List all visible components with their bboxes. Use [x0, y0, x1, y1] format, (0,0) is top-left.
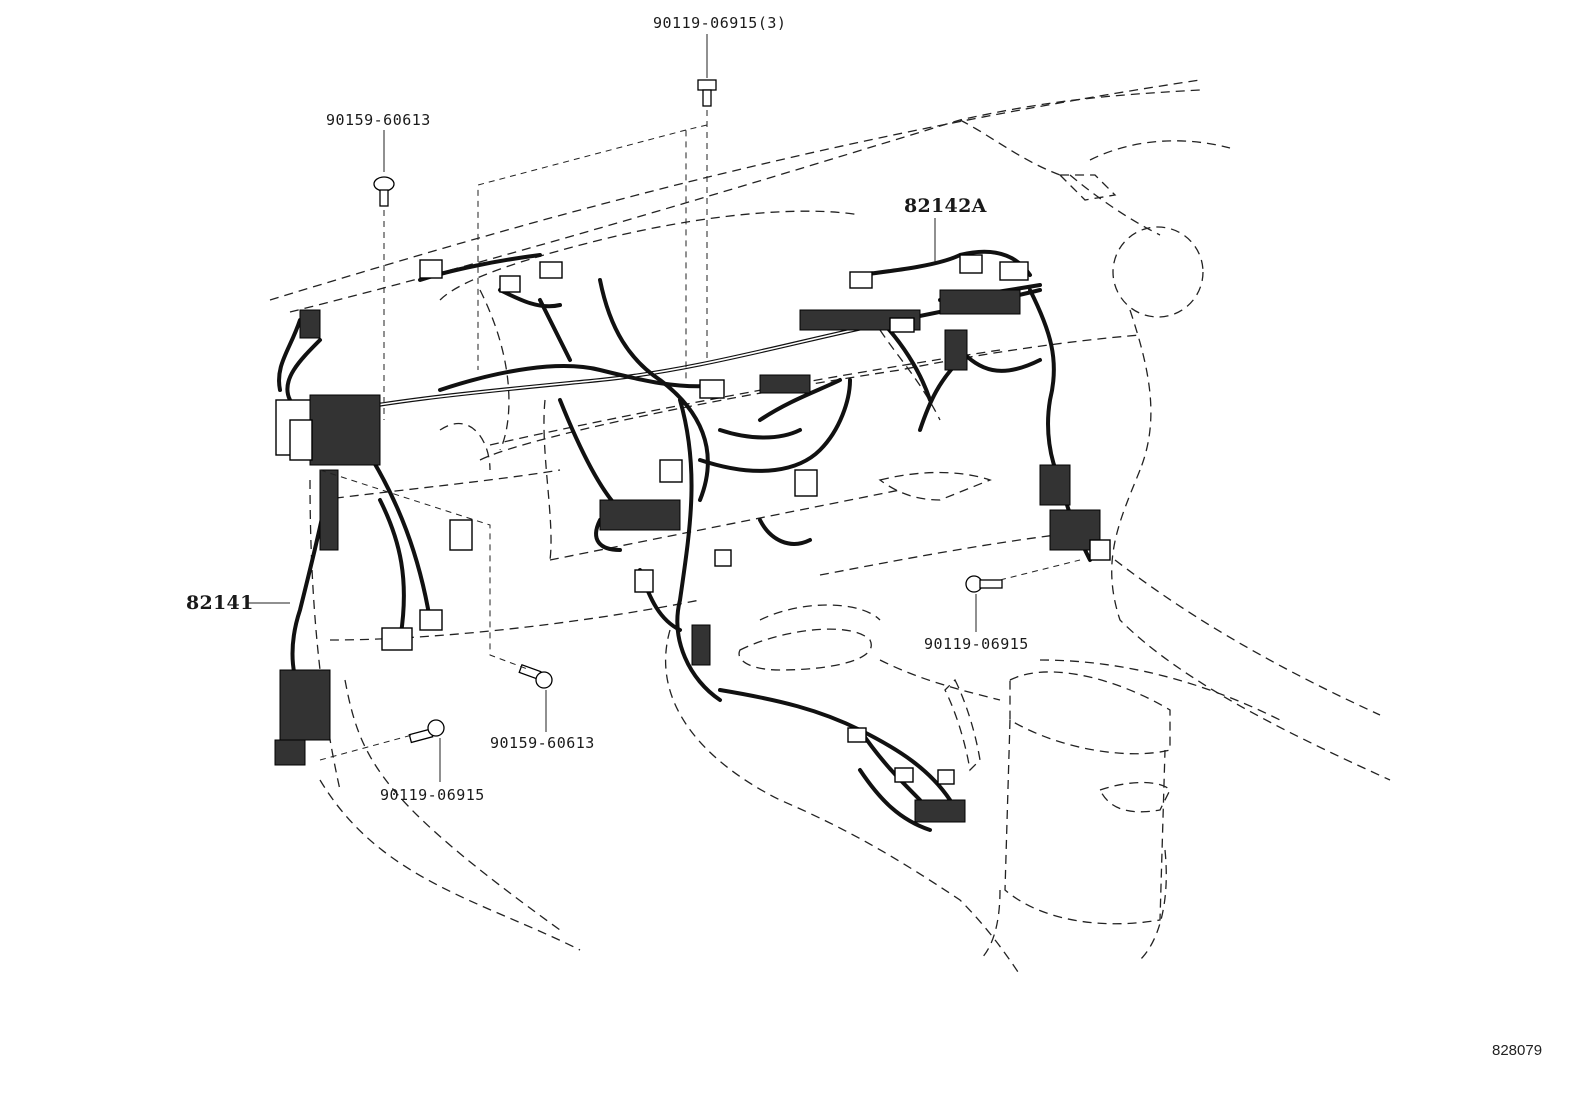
bolt-top-center	[697, 34, 717, 107]
connector	[419, 259, 443, 279]
label-harness-sub: 82142A	[904, 195, 987, 217]
connector	[714, 549, 732, 567]
connector	[759, 374, 811, 394]
connector	[289, 419, 313, 461]
connector	[274, 739, 306, 766]
connector	[499, 275, 521, 293]
connector	[959, 254, 983, 274]
connector	[309, 394, 381, 466]
connector	[659, 459, 683, 483]
wire-harness-82141	[277, 253, 1042, 832]
connector	[889, 317, 915, 333]
connectors	[274, 254, 1111, 823]
connector	[419, 609, 443, 631]
connector	[319, 469, 339, 551]
connector	[299, 309, 321, 339]
label-fastener-lower-left: 90119-06915	[380, 786, 485, 804]
connector	[691, 624, 711, 666]
mounting-reference-lines	[319, 110, 1081, 761]
connector	[944, 329, 968, 371]
label-fastener-top-center: 90119-06915(3)	[653, 14, 787, 32]
dashboard-outline	[269, 79, 1391, 976]
connector	[279, 669, 331, 741]
label-harness-main: 82141	[186, 592, 254, 614]
connector	[634, 569, 654, 593]
connector	[794, 469, 818, 497]
connector	[999, 261, 1029, 281]
label-fastener-top-left: 90159-60613	[326, 111, 431, 129]
connector	[599, 499, 681, 531]
connector	[539, 261, 563, 279]
connector	[914, 799, 966, 823]
bolt-top-left	[373, 130, 395, 207]
label-fastener-right: 90119-06915	[924, 635, 1029, 653]
connector	[1089, 539, 1111, 561]
bolt-center	[518, 663, 553, 732]
connector	[381, 627, 413, 651]
label-fastener-center: 90159-60613	[490, 734, 595, 752]
connector	[449, 519, 473, 551]
bolt-lower-left	[408, 719, 445, 782]
connector	[937, 769, 955, 785]
connector	[1039, 464, 1071, 506]
connector	[894, 767, 914, 783]
connector	[847, 727, 867, 743]
label-leaders	[248, 218, 936, 604]
connector	[849, 271, 873, 289]
figure-reference-number: 828079	[1492, 1042, 1543, 1059]
bolt-right	[965, 575, 1003, 632]
connector	[939, 289, 1021, 315]
connector	[699, 379, 725, 399]
